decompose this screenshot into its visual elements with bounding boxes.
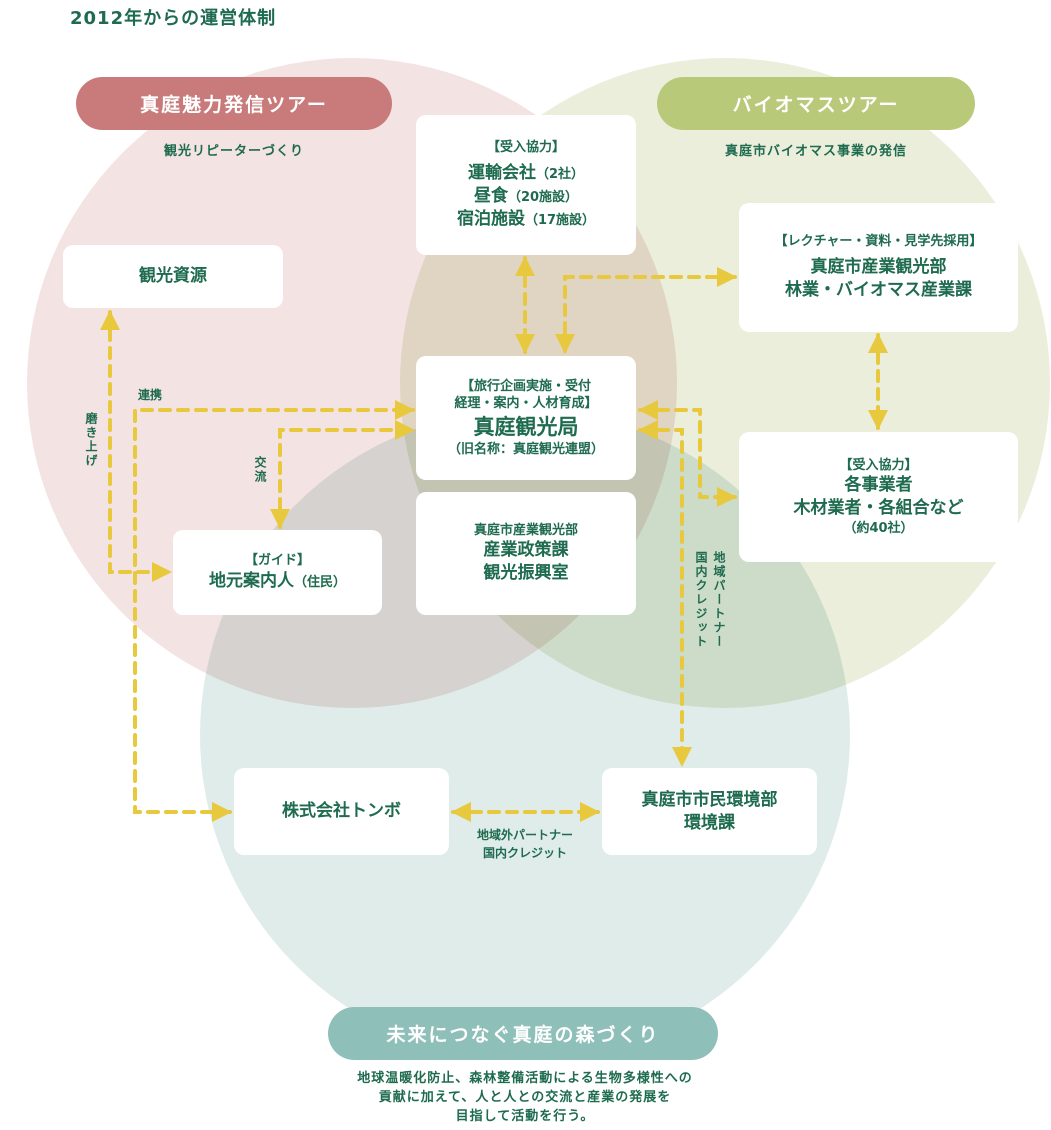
- guide-name: 地元案内人: [208, 570, 294, 591]
- cooperation-note: （17施設）: [524, 213, 596, 229]
- resource-name: 観光資源: [139, 266, 207, 287]
- outside-partner-text: 地域外パートナー: [476, 828, 573, 842]
- forest-sub: 地球温暖化防止、森林整備活動による生物多様性への 貢献に加えて、人と人との交流と…: [250, 1070, 800, 1127]
- lecture-line: 真庭市産業観光部: [810, 257, 947, 278]
- forest-sub-line: 目指して活動を行う。: [455, 1108, 595, 1124]
- bureau-tag: 経理・案内・人材育成】: [454, 396, 598, 412]
- forest-sub-line: 地球温暖化防止、森林整備活動による生物多様性への: [357, 1071, 693, 1086]
- bureau-name: 真庭観光局: [473, 414, 579, 439]
- label-domestic-credit-v: 国内クレジット: [694, 551, 708, 649]
- label-local-partner: 地域パートナー: [712, 551, 726, 649]
- city-tourism-section: 観光振興室: [483, 563, 569, 584]
- top-cooperation-tag: 【受入協力】: [486, 139, 565, 155]
- businesses-tag: 【受入協力】: [839, 457, 918, 473]
- city-tourism-section: 産業政策課: [483, 540, 569, 561]
- forest-sub-line: 貢献に加えて、人と人との交流と産業の発展を: [378, 1089, 672, 1105]
- tourism-tour-pill: 真庭魅力発信ツアー: [76, 77, 392, 130]
- box-environment: 真庭市市民環境部 環境課: [602, 768, 817, 855]
- businesses-line: 木材業者・各組合など: [793, 498, 964, 518]
- bureau-tag: 【旅行企画実施・受付: [460, 378, 591, 394]
- environment-line: 環境課: [684, 812, 735, 833]
- tonbo-name: 株式会社トンボ: [282, 801, 401, 822]
- cooperation-item: 運輸会社: [467, 163, 536, 184]
- label-outside-partner: 地域外パートナー 国内クレジット: [440, 826, 610, 862]
- guide-note: （住民）: [293, 574, 346, 590]
- biomass-tour-sub: 真庭市バイオマス事業の発信: [724, 144, 907, 159]
- biomass-tour-pill: バイオマスツアー: [657, 77, 975, 130]
- tourism-tour-sub: 観光リピーターづくり: [163, 144, 304, 159]
- box-tourism-resource: 観光資源: [63, 245, 283, 308]
- box-guide: 【ガイド】 地元案内人（住民）: [173, 530, 382, 615]
- arrow-migakiage: [100, 310, 172, 582]
- environment-line: 真庭市市民環境部: [641, 789, 778, 810]
- arrow-bureau-environment: [638, 420, 692, 767]
- city-tourism-dept: 真庭市産業観光部: [473, 522, 578, 538]
- guide-tag: 【ガイド】: [244, 553, 310, 569]
- label-renkei: 連携: [138, 388, 163, 402]
- businesses-line: 各事業者: [844, 475, 913, 496]
- box-tonbo: 株式会社トンボ: [234, 768, 449, 855]
- arrow-renkei: [133, 400, 415, 822]
- arrow-lecture-bureau: [555, 267, 737, 354]
- box-businesses: 【受入協力】 各事業者 木材業者・各組合など （約40社）: [739, 432, 1018, 562]
- lecture-line: 林業・バイオマス産業課: [785, 280, 972, 301]
- cooperation-note: （20施設）: [507, 190, 579, 206]
- arrow-koryu: [270, 420, 415, 529]
- cooperation-item: 昼食: [473, 186, 508, 207]
- box-top-cooperation: 【受入協力】 運輸会社（2社） 昼食（20施設） 宿泊施設（17施設）: [416, 115, 636, 255]
- label-migakiage: 磨き上げ: [84, 412, 98, 468]
- cooperation-note: （2社）: [535, 167, 585, 183]
- label-koryu: 交流: [253, 456, 267, 484]
- cooperation-item: 宿泊施設: [456, 209, 525, 230]
- domestic-credit-text: 国内クレジット: [482, 846, 567, 860]
- arrow-bureau-business: [638, 400, 737, 507]
- box-lecture: 【レクチャー・資料・見学先採用】 真庭市産業観光部 林業・バイオマス産業課: [739, 203, 1018, 332]
- box-city-tourism: 真庭市産業観光部 産業政策課 観光振興室: [416, 492, 636, 615]
- page-title: 2012年からの運営体制: [70, 8, 277, 29]
- businesses-note: （約40社）: [843, 520, 914, 536]
- box-tourism-bureau: 【旅行企画実施・受付 経理・案内・人材育成】 真庭観光局 （旧名称：真庭観光連盟…: [416, 356, 636, 480]
- lecture-tag: 【レクチャー・資料・見学先採用】: [774, 233, 983, 249]
- bureau-former-name: （旧名称：真庭観光連盟）: [447, 441, 604, 457]
- forest-pill: 未来につなぐ真庭の森づくり: [328, 1007, 718, 1060]
